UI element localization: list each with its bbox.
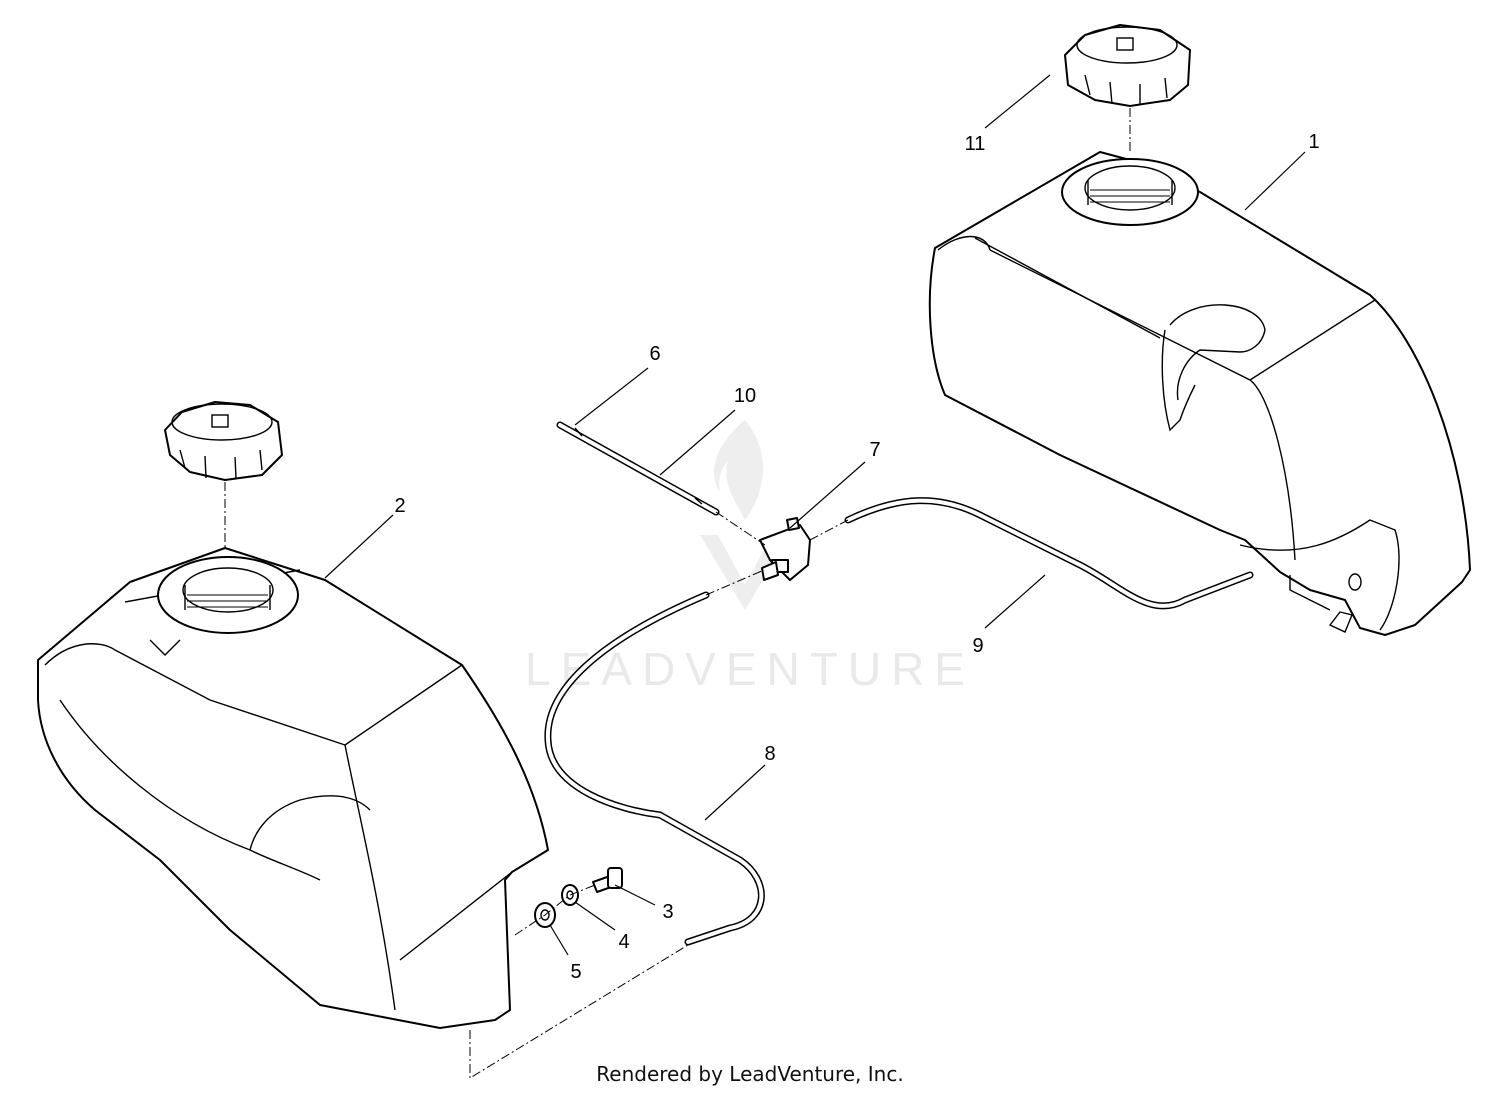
leader-2 xyxy=(324,514,394,579)
leader-8 xyxy=(704,764,766,821)
centerline-hose-8 xyxy=(705,569,765,596)
leader-1 xyxy=(1244,151,1306,211)
render-credit: Rendered by LeadVenture, Inc. xyxy=(596,1062,904,1086)
fuel-tank-right[interactable] xyxy=(928,151,1471,636)
callout-1: 1 xyxy=(1308,131,1319,153)
centerline-hardware xyxy=(514,884,596,936)
fuel-hose-8[interactable] xyxy=(544,591,765,946)
washer-4[interactable] xyxy=(561,884,579,906)
fuel-hose-9[interactable] xyxy=(844,497,1254,610)
leader-6 xyxy=(574,367,649,426)
leader-5 xyxy=(549,924,569,956)
callout-5: 5 xyxy=(570,961,581,983)
callout-7: 7 xyxy=(869,439,880,461)
fuel-hose-10[interactable] xyxy=(556,421,720,516)
leader-9 xyxy=(984,574,1046,629)
centerline-outlet xyxy=(469,944,689,1079)
callout-8: 8 xyxy=(764,743,775,765)
callout-11: 11 xyxy=(965,133,986,155)
bolt-3[interactable] xyxy=(592,867,623,893)
callout-6: 6 xyxy=(649,343,660,365)
fuel-cap-left[interactable] xyxy=(164,401,283,481)
leader-11 xyxy=(984,74,1051,129)
callout-4: 4 xyxy=(618,931,629,953)
callout-10: 10 xyxy=(734,385,756,407)
leader-10 xyxy=(659,409,736,476)
centerline-hose-10 xyxy=(715,511,766,546)
callout-9: 9 xyxy=(972,635,983,657)
watermark-text: LEADVENTURE xyxy=(525,643,975,695)
callout-3: 3 xyxy=(662,901,673,923)
fuel-cap-11[interactable] xyxy=(1064,24,1191,107)
fuel-tee-7[interactable] xyxy=(759,517,811,581)
leadventure-logo-watermark xyxy=(700,420,790,610)
leader-7 xyxy=(789,461,866,529)
leader-4 xyxy=(574,901,616,931)
centerline-hose-9 xyxy=(809,519,849,541)
fuel-tank-left[interactable] xyxy=(37,547,549,1029)
callout-2: 2 xyxy=(394,495,405,517)
leader-3 xyxy=(614,884,656,906)
